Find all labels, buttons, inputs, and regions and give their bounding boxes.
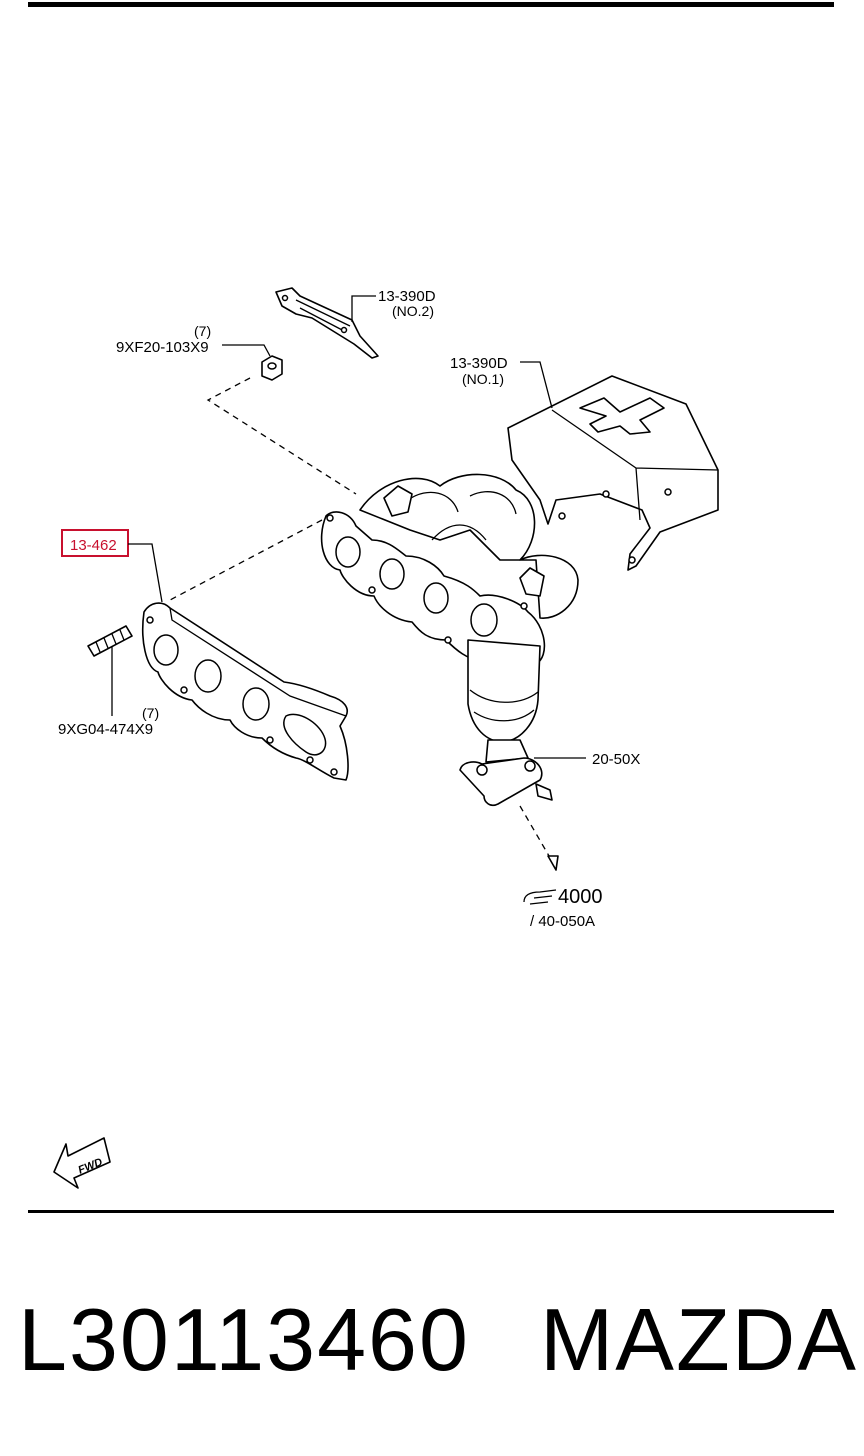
highlight-box xyxy=(61,529,129,557)
heat-shield-no2[interactable] xyxy=(275,287,379,359)
leader-nut xyxy=(222,344,271,357)
outlet-arrow-head xyxy=(547,855,559,871)
label-nut-part: 9XF20-103X9 xyxy=(116,339,209,356)
label-ref-fig[interactable]: 4000 xyxy=(558,886,603,908)
nut[interactable] xyxy=(261,355,283,381)
brand-name: MAZDA xyxy=(540,1290,858,1389)
gasket-alignment-line xyxy=(169,519,323,601)
label-ref-fig-sub: / 40-050A xyxy=(530,913,595,930)
label-heat-shield-no2: 13-390D xyxy=(378,288,436,305)
label-heat-shield-no2-sub: (NO.2) xyxy=(392,303,434,319)
footer: L30113460 MAZDA xyxy=(18,1290,858,1390)
heat-shield-no1[interactable] xyxy=(507,375,719,571)
label-gasket[interactable]: 13-462 xyxy=(70,537,117,554)
exhaust-manifold[interactable] xyxy=(320,473,579,807)
label-heat-shield-no1-sub: (NO.1) xyxy=(462,371,504,387)
label-stud-part: 9XG04-474X9 xyxy=(58,721,153,738)
leader-heat-shield-no1 xyxy=(520,361,553,409)
exhaust-manifold-diagram: 13-390D (NO.2) (7) 9XF20-103X9 13-390D (… xyxy=(53,287,719,1189)
top-rule xyxy=(28,2,834,7)
nut-alignment-line xyxy=(206,377,357,495)
part-number: L30113460 xyxy=(18,1290,470,1389)
leader-gasket xyxy=(128,543,163,603)
stud-bolt[interactable] xyxy=(87,625,133,657)
label-gasket-outlet: 20-50X xyxy=(592,751,640,768)
reference-hand-icon xyxy=(523,889,557,905)
bottom-rule xyxy=(28,1210,834,1213)
exhaust-manifold-gasket[interactable] xyxy=(141,602,349,781)
label-stud-qty: (7) xyxy=(142,705,159,721)
leader-heat-shield-no2 xyxy=(351,295,376,322)
fwd-arrow-icon: FWD xyxy=(53,1137,111,1189)
label-nut-qty: (7) xyxy=(194,323,211,339)
label-heat-shield-no1: 13-390D xyxy=(450,355,508,372)
